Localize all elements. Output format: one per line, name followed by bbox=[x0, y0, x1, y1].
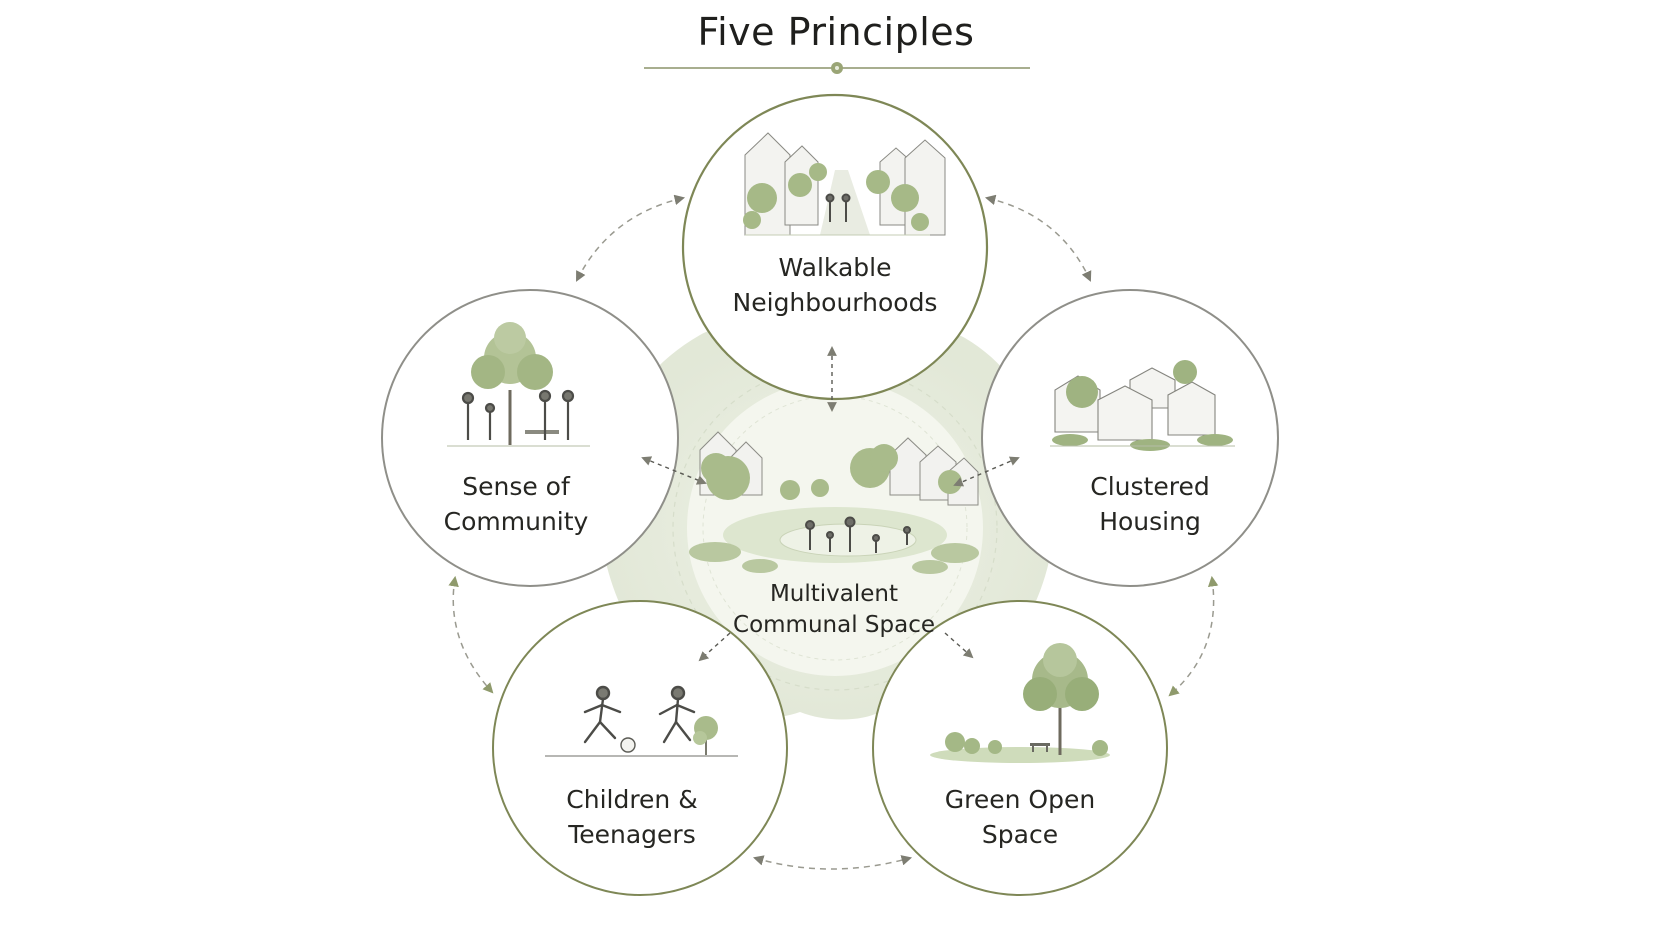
clustered-housing-illustration bbox=[1050, 360, 1235, 451]
connector-center-to-green bbox=[944, 632, 974, 659]
label-line-2: Communal Space bbox=[733, 612, 935, 638]
label-line-2: Teenagers bbox=[568, 820, 696, 849]
label-line-2: Community bbox=[443, 507, 589, 536]
inner-connectors bbox=[641, 346, 1020, 662]
label-line-1: Children & bbox=[566, 785, 698, 814]
circle-children-teenagers bbox=[492, 600, 788, 896]
connector-housing-to-green bbox=[1168, 575, 1219, 697]
green-open-space-illustration bbox=[930, 643, 1110, 763]
connector-center-to-children bbox=[698, 632, 731, 662]
label-line-2: Housing bbox=[1099, 507, 1201, 536]
sense-of-community-illustration bbox=[447, 322, 590, 447]
page-title: Five Principles bbox=[697, 10, 975, 54]
title-divider bbox=[644, 62, 1030, 74]
label-green-open-space: Green Open Space bbox=[945, 782, 1095, 852]
label-children-teenagers: Children & Teenagers bbox=[566, 782, 697, 852]
connector-walkable-to-housing bbox=[984, 194, 1092, 282]
label-line-2: Neighbourhoods bbox=[732, 288, 938, 317]
label-line-1: Green Open bbox=[944, 785, 1096, 814]
connector-center-to-housing bbox=[953, 456, 1020, 487]
connector-center-to-community bbox=[641, 456, 707, 485]
children-teenagers-illustration bbox=[545, 685, 738, 757]
connector-children-to-green bbox=[752, 855, 913, 870]
outer-connectors bbox=[448, 194, 1219, 870]
circle-walkable-neighbourhoods bbox=[681, 93, 989, 401]
label-clustered-housing: Clustered Housing bbox=[1090, 469, 1209, 539]
label-multivalent-communal-space: Multivalent Communal Space bbox=[733, 579, 935, 641]
label-walkable-neighbourhoods: Walkable Neighbourhoods bbox=[733, 250, 938, 320]
circle-sense-of-community bbox=[381, 289, 679, 587]
label-line-2: Space bbox=[981, 820, 1059, 849]
connector-walkable-to-community bbox=[576, 194, 686, 282]
label-line-1: Clustered bbox=[1090, 472, 1210, 501]
label-sense-of-community: Sense of Community bbox=[444, 469, 589, 539]
label-line-1: Sense of bbox=[462, 472, 570, 501]
label-line-1: Walkable bbox=[778, 253, 892, 282]
connector-community-to-children bbox=[448, 575, 494, 694]
walkable-neighbourhoods-illustration bbox=[743, 132, 946, 236]
label-line-1: Multivalent bbox=[769, 581, 899, 607]
